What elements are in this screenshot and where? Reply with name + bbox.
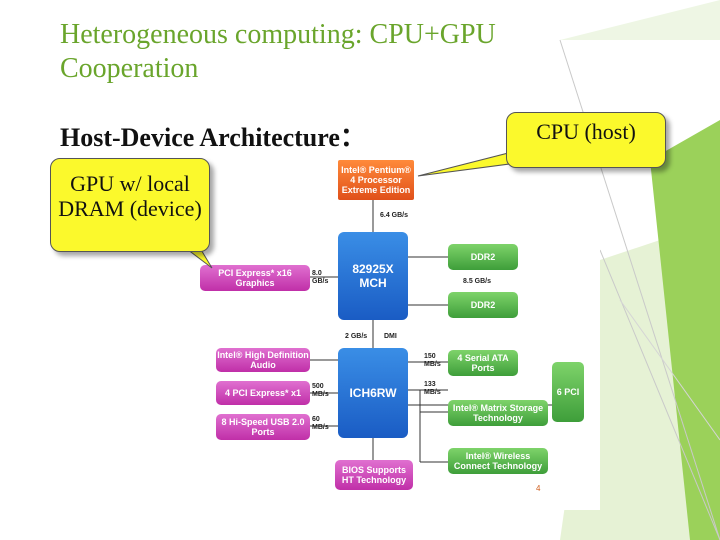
ata-bandwidth-label: 133 MB/s — [424, 381, 441, 396]
ddr2-top-box: DDR2 — [448, 244, 518, 270]
architecture-diagram: Intel® Pentium® 4 Processor Extreme Edit… — [180, 150, 600, 510]
pci-express-x1-box: 4 PCI Express* x1 — [216, 381, 310, 405]
pci-express-graphics-box: PCI Express* x16 Graphics — [200, 265, 310, 291]
fsb-bandwidth-label: 6.4 GB/s — [380, 212, 409, 219]
mch-box: 82925X MCH — [338, 232, 408, 320]
ich-box: ICH6RW — [338, 348, 408, 438]
graphics-bandwidth-label: 8.0 GB/s — [312, 270, 329, 285]
cpu-box: Intel® Pentium® 4 Processor Extreme Edit… — [338, 160, 414, 200]
memory-bandwidth-label: 8.5 GB/s — [463, 278, 492, 285]
gpu-device-callout: GPU w/ local DRAM (device) — [50, 158, 210, 252]
usb-box: 8 Hi-Speed USB 2.0 Ports — [216, 414, 310, 440]
pci-box: 6 PCI — [552, 362, 584, 422]
sata-bandwidth-label: 150 MB/s — [424, 353, 441, 368]
bios-box: BIOS Supports HT Technology — [335, 460, 413, 490]
cpu-host-callout: CPU (host) — [506, 112, 666, 168]
usb-bandwidth-label: 60 MB/s — [312, 416, 329, 431]
pcie-bandwidth-label: 500 MB/s — [312, 383, 329, 398]
ddr2-bottom-box: DDR2 — [448, 292, 518, 318]
diagram-page-number: 4 — [536, 484, 541, 493]
wireless-box: Intel® Wireless Connect Technology — [448, 448, 548, 474]
dmi-bandwidth-label: 2 GB/s — [345, 333, 368, 340]
slide-subtitle: Host-Device Architecture： — [60, 123, 366, 152]
sata-box: 4 Serial ATA Ports — [448, 350, 518, 376]
slide-title: Heterogeneous computing: CPU+GPU Coopera… — [60, 19, 496, 84]
dmi-label: DMI — [384, 333, 397, 340]
hd-audio-box: Intel® High Definition Audio — [216, 348, 310, 372]
matrix-storage-box: Intel® Matrix Storage Technology — [448, 400, 548, 426]
